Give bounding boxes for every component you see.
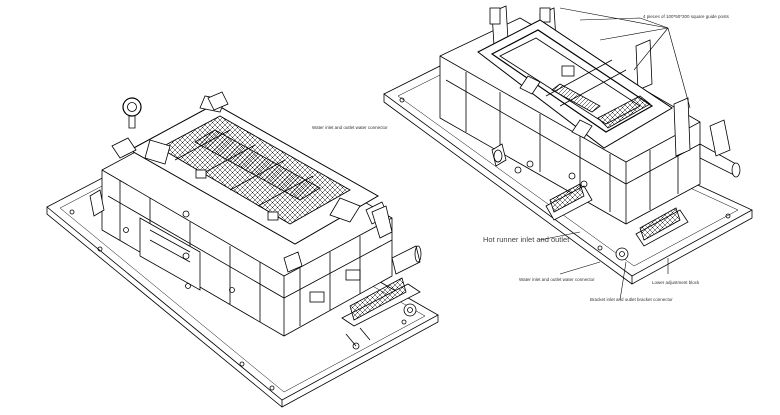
right-side-cylinders	[491, 119, 741, 178]
left-water-manifold	[341, 277, 421, 350]
label-water-connector-top: Water inlet and outlet water connector	[312, 125, 388, 130]
left-cavity-top	[128, 95, 380, 245]
label-lower-adjustment: Lower adjustment block	[652, 280, 700, 285]
left-mold-assembly	[46, 91, 439, 408]
label-guide-posts: 4 pieces of 100*50*300 square guide post…	[643, 14, 729, 19]
left-clamps	[89, 91, 393, 293]
label-water-connector-bottom: Water inlet and outlet water connector	[519, 277, 595, 282]
right-cavity-frame	[477, 19, 673, 149]
label-bracket-connector: Bracket inlet and outlet bracket connect…	[590, 297, 673, 302]
label-hot-runner: Hot runner inlet and outlet	[483, 235, 570, 244]
right-callout-leaders	[539, 7, 691, 301]
right-mold-assembly	[383, 5, 753, 301]
left-side-rod	[391, 245, 422, 275]
left-lifting-eye	[122, 97, 142, 129]
right-connectors	[514, 160, 689, 261]
